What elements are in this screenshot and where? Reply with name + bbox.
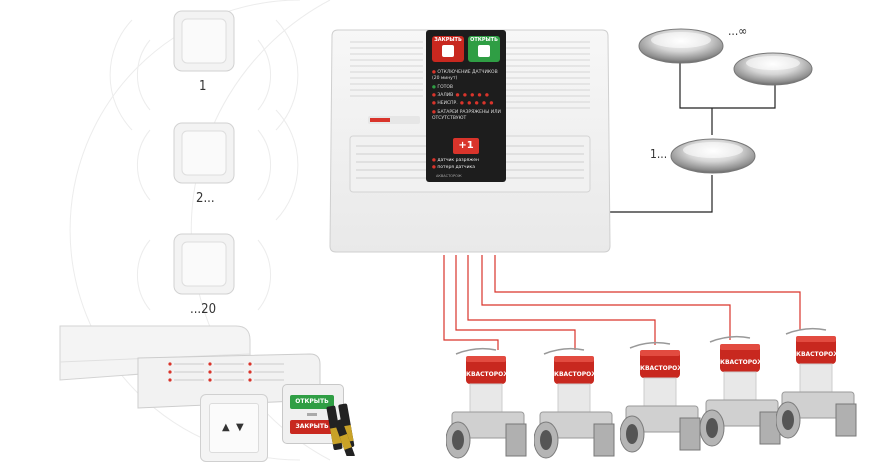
note-2-text: потеря датчика [437, 165, 475, 170]
led-battery: ● [432, 110, 438, 115]
expansion-note-1: ● датчик разряжен [432, 158, 504, 163]
expansion-brand: АКВАСТОРОЖ [436, 174, 462, 178]
menu-disable-text: ОТКЛЮЧЕНИЕ ДАТЧИКОВ (20 минут) [432, 70, 498, 81]
tap-open-icon [478, 45, 490, 57]
remote-open-button[interactable]: ОТКРЫТЬ [290, 395, 334, 409]
water-sensor-first-label: 1... [650, 147, 668, 161]
note-1-led: ● [432, 158, 438, 163]
water-sensor-more-label: ...∞ [728, 24, 748, 38]
remote-module: ОТКРЫТЬ ЗАКРЫТЬ [282, 384, 344, 444]
main-controller: ЗАКРЫТЬ ОТКРЫТЬ ● ОТКЛЮЧЕНИЕ ДАТЧИКОВ (2… [328, 28, 612, 254]
valve-2: АКВАСТОРОЖ [534, 347, 615, 459]
menu-item-flood: ● ЗАЛИВ ● ● ● ● ● [432, 93, 502, 98]
valve-4: АКВАСТОРОЖ [700, 335, 781, 447]
expansion-note-2: ● потеря датчика [432, 165, 504, 170]
sensor-label-1: 1 [199, 79, 207, 94]
led-flood: ● [432, 93, 438, 98]
water-sensor-top-right [733, 52, 813, 86]
water-sensor-first [670, 138, 756, 174]
wireless-sensor-1 [173, 10, 235, 72]
menu-item-battery: ● БАТАРЕИ РАЗРЯЖЕНЫ ИЛИ ОТСУТСТВУЮТ [432, 110, 502, 121]
open-button[interactable]: ОТКРЫТЬ [468, 36, 500, 62]
tap-closed-icon [442, 45, 454, 57]
controller-panel: ЗАКРЫТЬ ОТКРЫТЬ ● ОТКЛЮЧЕНИЕ ДАТЧИКОВ (2… [426, 30, 506, 182]
svg-text:АКВАСТОРОЖ: АКВАСТОРОЖ [461, 371, 511, 378]
valve-1: АКВАСТОРОЖ [446, 347, 527, 459]
svg-text:АКВАСТОРОЖ: АКВАСТОРОЖ [635, 365, 685, 372]
expansion-badge: +1 [453, 138, 479, 154]
valve-5: АКВАСТОРОЖ [776, 327, 857, 439]
menu-item-fault: ● НЕИСПР. ● ● ● ● ● [432, 101, 502, 106]
arrow-down-icon: ▼ [236, 422, 244, 433]
menu-item-disable: ● ОТКЛЮЧЕНИЕ ДАТЧИКОВ (20 минут) [432, 70, 502, 81]
batteries [326, 403, 355, 456]
expansion-module [137, 353, 321, 409]
led-ready: ● [432, 85, 438, 90]
flood-leds: ● ● ● ● ● [453, 93, 490, 98]
svg-text:АКВАСТОРОЖ: АКВАСТОРОЖ [549, 371, 599, 378]
menu-flood-text: ЗАЛИВ [437, 93, 454, 98]
sensor-2-body [173, 122, 235, 184]
menu-battery-text: БАТАРЕИ РАЗРЯЖЕНЫ ИЛИ ОТСУТСТВУЮТ [432, 110, 501, 121]
wireless-sensor-20 [173, 233, 235, 295]
note-2-led: ● [432, 165, 438, 170]
note-1-text: датчик разряжен [437, 158, 479, 163]
water-sensor-top-left [638, 28, 724, 64]
menu-fault-text: НЕИСПР. [437, 101, 458, 106]
wall-switch: ▲ ▼ [200, 394, 268, 462]
menu-item-ready: ● ГОТОВ [432, 85, 502, 90]
led-disable: ● [432, 70, 438, 75]
svg-text:АКВАСТОРОЖ: АКВАСТОРОЖ [715, 359, 765, 366]
sensor-1-body [173, 10, 235, 72]
led-fault: ● [432, 101, 438, 106]
sensor-label-20: ...20 [190, 302, 217, 317]
sensor-label-2: 2... [196, 191, 215, 206]
menu-ready-text: ГОТОВ [437, 85, 454, 90]
arrow-up-icon: ▲ [222, 422, 230, 433]
svg-text:АКВАСТОРОЖ: АКВАСТОРОЖ [791, 351, 841, 358]
remote-indicator [307, 413, 317, 416]
fault-leds: ● ● ● ● ● [457, 101, 495, 106]
wireless-sensor-2 [173, 122, 235, 184]
close-button[interactable]: ЗАКРЫТЬ [432, 36, 464, 62]
close-label: ЗАКРЫТЬ [434, 37, 462, 43]
open-label: ОТКРЫТЬ [470, 37, 498, 43]
sensor-20-body [173, 233, 235, 295]
valve-3: АКВАСТОРОЖ [620, 341, 701, 453]
remote-close-button[interactable]: ЗАКРЫТЬ [290, 420, 334, 434]
wall-switch-key[interactable]: ▲ ▼ [209, 403, 259, 453]
